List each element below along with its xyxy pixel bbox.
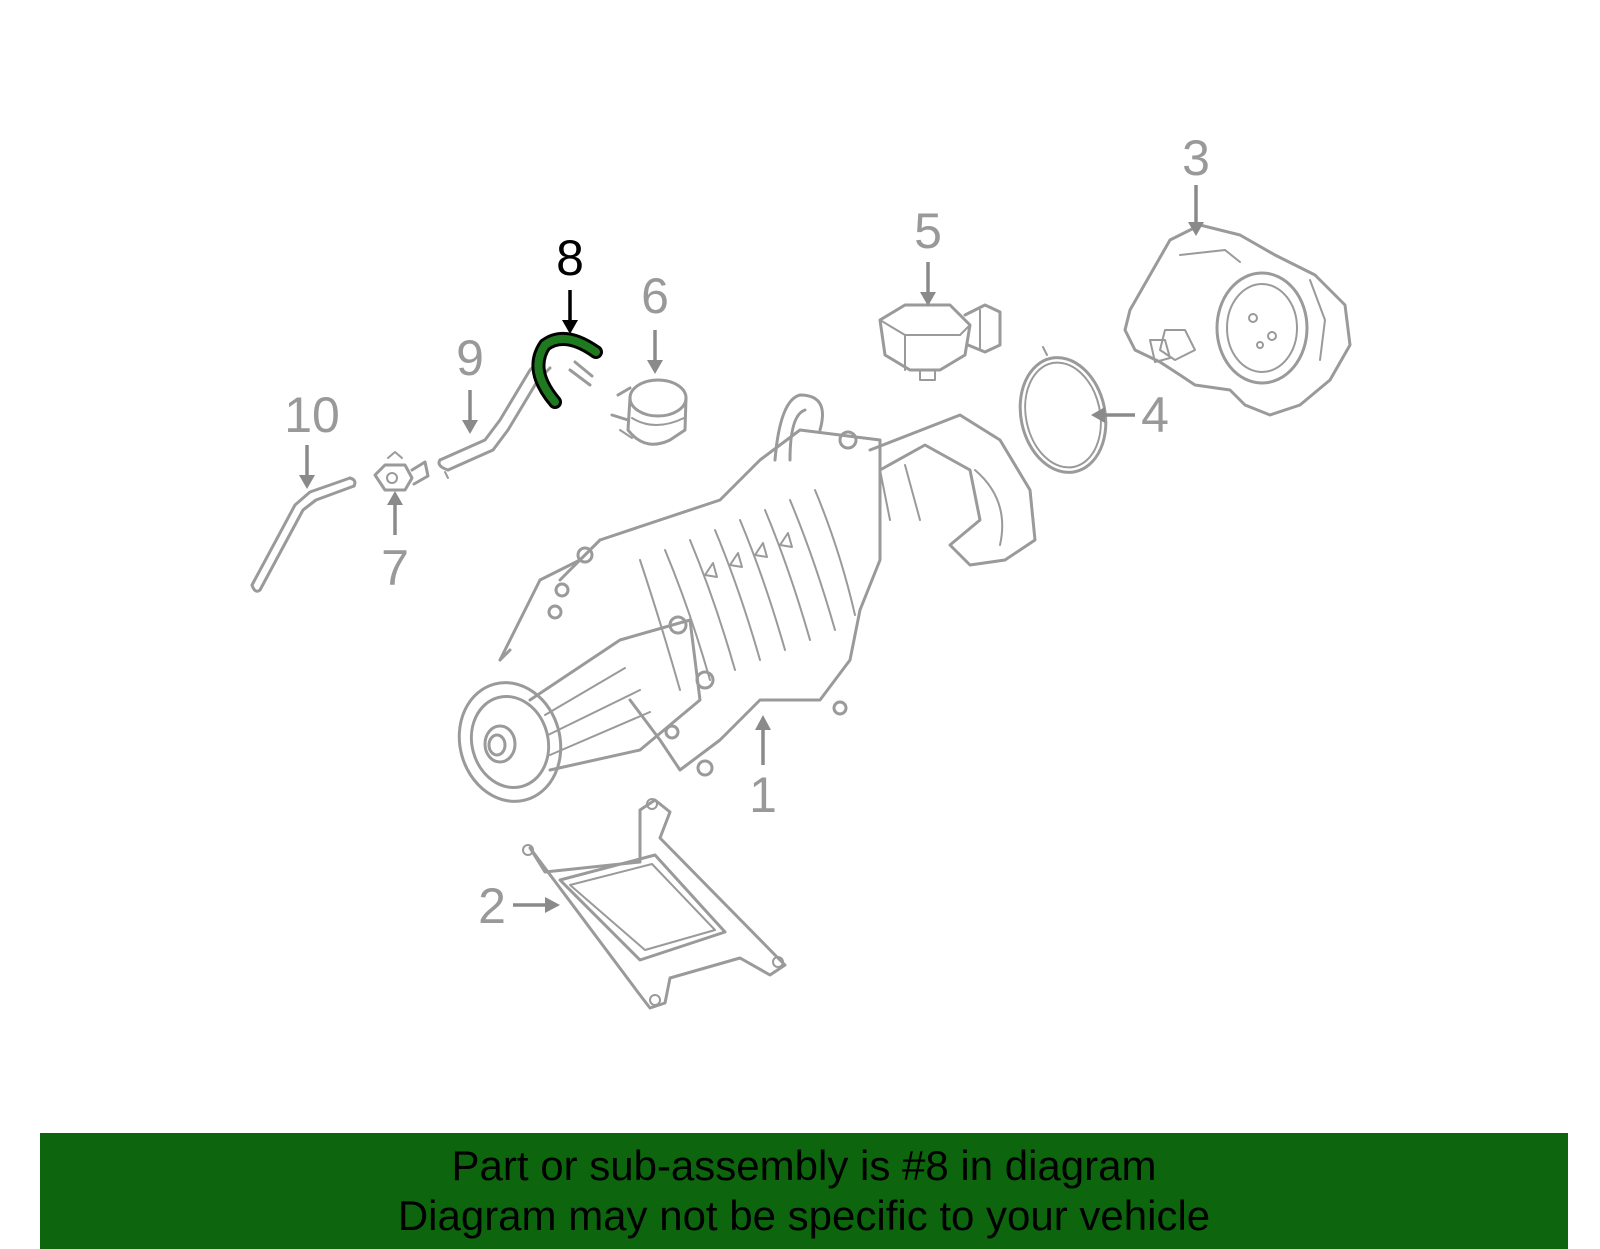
callout-2: 2	[478, 878, 506, 934]
leader-arrow-4	[1091, 407, 1135, 423]
leader-arrow-10	[299, 445, 315, 489]
part-4-o-ring[interactable]	[1010, 346, 1116, 480]
leader-arrow-5	[920, 262, 936, 306]
callout-10: 10	[284, 387, 340, 443]
part-5-sensor[interactable]	[878, 303, 1002, 381]
leader-arrow-2	[513, 897, 560, 913]
leader-arrow-9	[462, 390, 478, 434]
part-7-fitting[interactable]	[373, 451, 430, 492]
part-6-valve[interactable]	[610, 378, 688, 446]
callout-3: 3	[1182, 130, 1210, 186]
banner-line-disclaimer: Diagram may not be specific to your vehi…	[397, 1192, 1211, 1239]
leader-arrow-7	[387, 491, 403, 535]
info-banner: Part or sub-assembly is #8 in diagram Di…	[40, 1133, 1568, 1249]
part-3-throttle-body[interactable]	[1123, 223, 1352, 417]
banner-line-part: Part or sub-assembly is #8 in diagram	[451, 1142, 1157, 1189]
callout-6: 6	[641, 268, 669, 324]
leader-arrow-3	[1188, 185, 1204, 236]
leader-arrow-8	[562, 290, 578, 334]
part-8-hose-highlighted[interactable]	[531, 331, 603, 409]
part-10-hose[interactable]	[250, 476, 357, 593]
callout-7: 7	[381, 540, 409, 596]
part-1-supercharger[interactable]	[446, 393, 1037, 813]
callout-8-highlighted: 8	[556, 230, 584, 286]
callout-5: 5	[914, 203, 942, 259]
callout-1: 1	[749, 767, 777, 823]
leader-arrow-6	[647, 330, 663, 374]
leader-arrow-1	[755, 715, 771, 765]
callout-9: 9	[456, 330, 484, 386]
callout-4: 4	[1141, 387, 1169, 443]
part-2-gasket[interactable]	[522, 798, 787, 1010]
